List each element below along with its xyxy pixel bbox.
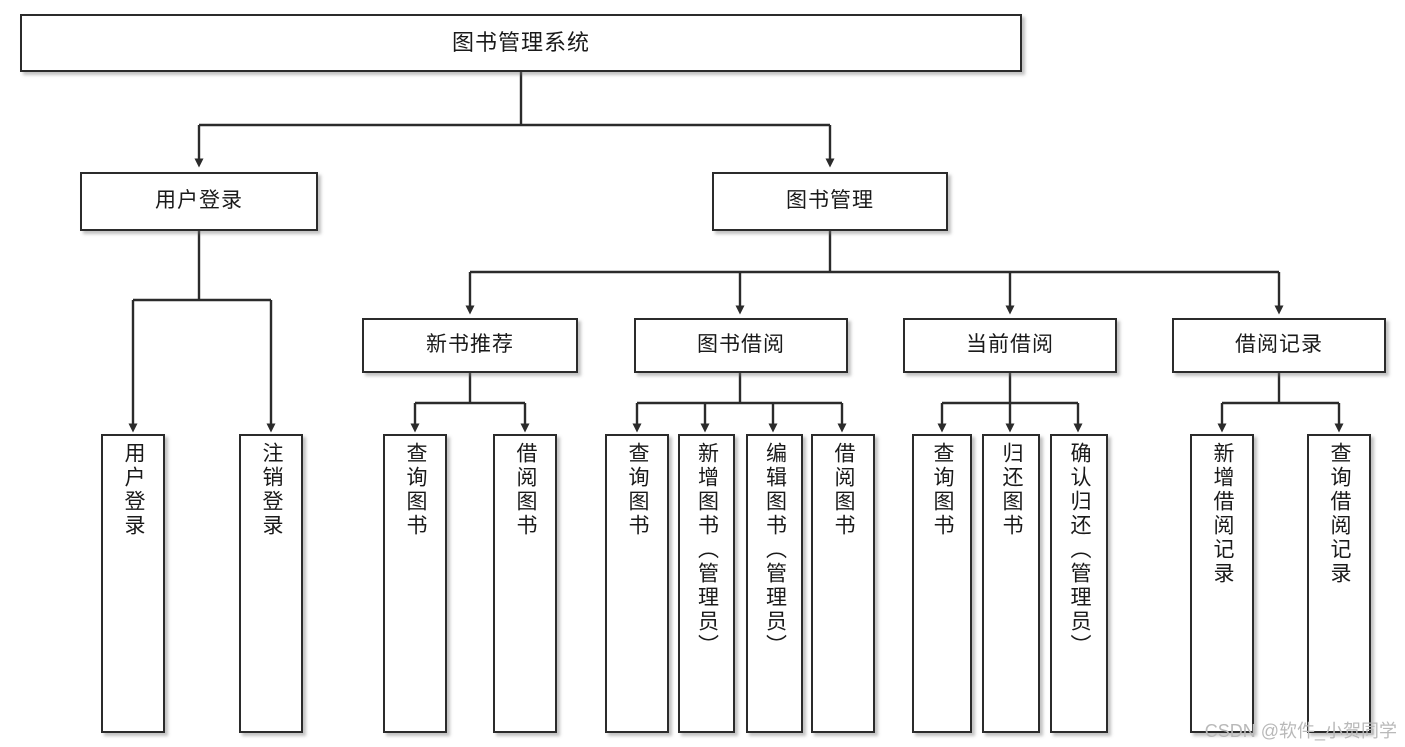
node-label: 图书管理 <box>786 189 874 213</box>
node-label: 图书借阅 <box>697 333 785 357</box>
node-label: 图书管理系统 <box>451 30 590 56</box>
node-label: 用户登录 <box>155 189 243 213</box>
leaf-query-book-current[interactable]: 查询图书 <box>912 434 972 733</box>
leaf-add-borrow-record[interactable]: 新增借阅记录 <box>1190 434 1254 733</box>
node-book-management[interactable]: 图书管理 <box>712 172 948 231</box>
node-label: 借阅图书 <box>514 442 538 538</box>
leaf-borrow-book-new-rec[interactable]: 借阅图书 <box>493 434 557 733</box>
node-label: 借阅图书 <box>832 442 856 538</box>
node-label: 借阅记录 <box>1235 333 1323 357</box>
node-book-borrowing[interactable]: 图书借阅 <box>634 318 848 373</box>
node-label: 查询图书 <box>931 442 955 538</box>
node-label: 编辑图书（管理员） <box>763 442 787 658</box>
leaf-logout[interactable]: 注销登录 <box>239 434 303 733</box>
leaf-return-book[interactable]: 归还图书 <box>982 434 1040 733</box>
node-root-book-management-system[interactable]: 图书管理系统 <box>20 14 1022 72</box>
node-label: 归还图书 <box>1000 442 1024 538</box>
leaf-query-borrow-record[interactable]: 查询借阅记录 <box>1307 434 1371 733</box>
leaf-query-book-new-rec[interactable]: 查询图书 <box>383 434 447 733</box>
watermark-text: CSDN @软件_小贺同学 <box>1204 721 1397 741</box>
node-label: 新增借阅记录 <box>1211 442 1235 586</box>
node-label: 用户登录 <box>122 442 146 538</box>
node-current-borrowing[interactable]: 当前借阅 <box>903 318 1117 373</box>
node-label: 查询借阅记录 <box>1328 442 1352 586</box>
node-label: 查询图书 <box>626 442 650 538</box>
node-label: 新增图书（管理员） <box>695 442 719 658</box>
leaf-add-book-admin[interactable]: 新增图书（管理员） <box>678 434 735 733</box>
leaf-borrow-book-borrow[interactable]: 借阅图书 <box>811 434 875 733</box>
leaf-query-book-borrow[interactable]: 查询图书 <box>605 434 669 733</box>
node-label: 当前借阅 <box>966 333 1054 357</box>
leaf-user-login[interactable]: 用户登录 <box>101 434 165 733</box>
node-borrowing-record[interactable]: 借阅记录 <box>1172 318 1386 373</box>
leaf-confirm-return-admin[interactable]: 确认归还（管理员） <box>1050 434 1108 733</box>
node-new-book-recommendation[interactable]: 新书推荐 <box>362 318 578 373</box>
node-label: 新书推荐 <box>426 333 514 357</box>
node-label: 注销登录 <box>260 442 284 538</box>
node-label: 查询图书 <box>404 442 428 538</box>
node-user-login[interactable]: 用户登录 <box>80 172 318 231</box>
leaf-edit-book-admin[interactable]: 编辑图书（管理员） <box>746 434 803 733</box>
node-label: 确认归还（管理员） <box>1068 442 1092 658</box>
